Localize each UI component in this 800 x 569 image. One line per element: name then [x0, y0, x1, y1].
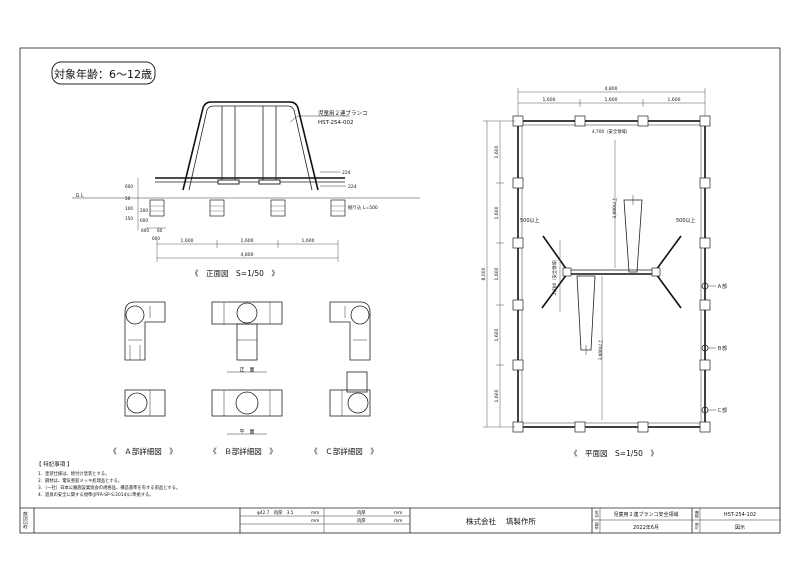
span-dim-2: 1,600	[241, 238, 254, 244]
detail-a-caption: 《 Ａ部詳細図 》	[109, 446, 177, 456]
company-name: 株式会社 塙製作所	[466, 516, 536, 526]
target-age-text: 対象年齢：6～12歳	[54, 67, 152, 81]
detail-b-plan	[211, 389, 283, 417]
plan-left-span-4: 1,600	[494, 328, 500, 341]
part-callouts: Ａ部 Ｂ部 Ｃ部	[701, 282, 727, 414]
plan-top-span-1: 1,600	[543, 97, 556, 103]
seat-right	[258, 179, 281, 185]
plan-left-span-3: 1,600	[494, 267, 500, 280]
plan-top-span-2: 1,600	[605, 97, 618, 103]
swing-frame-plan	[541, 195, 682, 355]
dim-b-600: 600	[141, 228, 149, 233]
detail-a-plan	[124, 389, 166, 417]
drawing-no-label: 図番	[694, 510, 699, 518]
detail-b-caption: 《 Ｂ部詳細図 》	[209, 446, 277, 456]
swing-zone-2	[576, 275, 596, 351]
plan-left-span-1: 1,600	[494, 145, 500, 158]
foundation-note: 掘り込 L=500	[348, 204, 378, 211]
dim-v-200: 200	[140, 208, 148, 213]
dim-b-600-2: 600	[152, 236, 160, 241]
notes-title: 【 特記事項 】	[36, 460, 73, 468]
dim-b-60: 60	[157, 228, 163, 233]
note-item-2: 2．鋼材は、電気亜鉛メッキ処理品とする。	[38, 477, 122, 484]
detail-c-front	[329, 301, 371, 361]
center-mid-dim: 2,700（安全領域）	[551, 257, 558, 295]
part-c-label: Ｃ部	[717, 407, 727, 414]
front-view-caption: 《 正面図 S=1/50 》	[191, 269, 279, 278]
drawing-scale: 図示	[735, 525, 745, 531]
swing-frame	[182, 101, 319, 191]
dim-224-bottom: 224	[348, 184, 357, 190]
plan-left-span-5: 1,600	[494, 389, 500, 402]
detail-front-label: 正 面	[239, 367, 254, 373]
front-view: 児童用２連ブランコ HST-254-002 ＧＬ	[72, 101, 420, 278]
date-label: 作図	[594, 522, 599, 530]
boundary-markers	[512, 115, 711, 433]
name-label: 名称	[594, 510, 599, 518]
safety-area-boundary	[517, 120, 706, 428]
drawing-date: 2022年6月	[633, 524, 659, 531]
product-code-label: HST-254-002	[318, 120, 353, 126]
drawing-name: 児童用２連ブランコ安全領域	[613, 511, 678, 518]
right-clearance-label: 500以上	[676, 217, 696, 224]
plan-left-total: 8,000	[481, 267, 487, 280]
dim-v-150: 150	[125, 216, 133, 221]
span-dim-1: 1,600	[181, 238, 194, 244]
product-name-label: 児童用２連ブランコ	[318, 109, 368, 117]
detail-plan-label: 平 面	[239, 429, 254, 435]
detail-c-plan	[329, 371, 371, 417]
material-unit-1: mm	[311, 511, 319, 516]
material-unit-2: mm	[394, 511, 402, 516]
dim-v-600: 600	[125, 184, 133, 189]
drawing-number: HST-254-102	[724, 512, 756, 518]
plan-view: 4,800 1,600 1,600 1,600 4,700（安全領域）	[481, 86, 727, 458]
material-spec-3: 肉厚	[357, 517, 366, 524]
plan-top-span-3: 1,600	[668, 97, 681, 103]
title-block: 改訂記録 φ42.7 肉厚 3.5 mm 肉厚 mm mm 肉厚 mm 株式会社…	[20, 507, 780, 533]
left-clearance-label: 500以上	[520, 217, 540, 224]
detail-a-front	[124, 301, 166, 361]
sheet-border	[19, 47, 781, 534]
detail-c-caption: 《 Ｃ部詳細図 》	[310, 446, 378, 456]
detail-b-front	[211, 301, 283, 361]
material-unit-3: mm	[311, 519, 319, 524]
plan-view-caption: 《 平面図 S=1/50 》	[570, 449, 658, 458]
target-age-badge: 対象年齢：6～12歳	[51, 61, 156, 85]
note-item-4: 4．遊具の安全に関する規準(JPFA-SP-S:2014)に準拠する。	[38, 491, 154, 498]
center-bottom-dim: 3,000以上	[597, 339, 604, 361]
safety-zone-top-label: 4,700（安全領域）	[592, 128, 630, 135]
dim-v-50: 50	[125, 196, 131, 201]
note-item-3: 3．（一社）日本公園施設業協会の規格品、構造基準を有する部品とする。	[38, 484, 180, 491]
revision-record-label: 改訂記録	[22, 511, 29, 529]
note-item-1: 1．塗装仕様は、焼付け塗装とする。	[38, 470, 109, 477]
detail-drawings: 正 面 平 面 《 Ａ部詳細図 》 《 Ｂ部詳細図 》 《 Ｃ部詳細図 》	[109, 301, 378, 456]
center-top-dim: 3,000以上	[611, 197, 618, 219]
seat-left	[217, 179, 240, 185]
special-notes: 【 特記事項 】 1．塗装仕様は、焼付け塗装とする。 2．鋼材は、電気亜鉛メッキ…	[36, 460, 180, 498]
dim-v-100: 100	[125, 206, 133, 211]
material-spec-2: 肉厚	[357, 509, 366, 516]
part-a-label: Ａ部	[717, 283, 727, 290]
total-dim: 4,800	[241, 252, 254, 258]
gl-label: ＧＬ	[75, 193, 85, 199]
material-spec-1: φ42.7 肉厚 3.5	[257, 509, 294, 516]
plan-top-total: 4,800	[605, 86, 618, 92]
span-dim-3: 1,600	[302, 238, 315, 244]
material-unit-4: mm	[394, 519, 402, 524]
footings	[149, 199, 346, 217]
part-b-label: Ｂ部	[717, 345, 727, 352]
scale-label: 尺度	[694, 522, 699, 530]
plan-left-span-2: 1,600	[494, 206, 500, 219]
dim-224-top: 224	[342, 170, 351, 176]
swing-zone-1	[623, 199, 643, 273]
dim-v-600-b: 600	[140, 218, 148, 223]
